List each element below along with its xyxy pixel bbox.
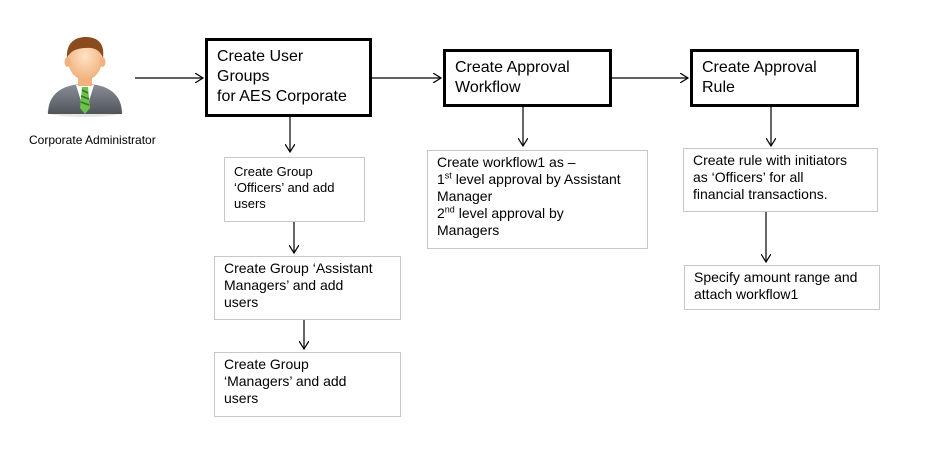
box-line: users: [234, 196, 266, 211]
create-user-groups-step: Create User Groups for AES Corporate: [205, 38, 372, 117]
level-text: level approval by: [454, 205, 564, 221]
corporate-administrator-icon: [47, 37, 123, 117]
box-line: users: [224, 390, 259, 406]
create-group-assistant-managers-box: Create Group ‘Assistant Managers’ and ad…: [214, 256, 401, 320]
workflow-details-box: Create workflow1 as – 1st level approval…: [427, 150, 648, 249]
create-approval-rule-step: Create Approval Rule: [690, 49, 859, 107]
level-number: 1: [437, 171, 445, 187]
level-number: 2: [437, 205, 445, 221]
box-line: ‘Managers’ and add: [224, 373, 347, 389]
box-line: as ‘Officers’ for all: [693, 169, 804, 185]
step-title-line: Workflow: [455, 79, 521, 96]
rule-initiators-box: Create rule with initiators as ‘Officers…: [683, 148, 878, 212]
box-line: Specify amount range and: [694, 269, 858, 285]
box-line: Create Group: [224, 356, 309, 372]
box-line: Create rule with initiators: [693, 152, 848, 168]
box-line: Managers’ and add: [224, 277, 344, 293]
create-group-officers-box: Create Group ‘Officers’ and add users: [224, 157, 365, 222]
step-title-line: Create Approval: [702, 59, 817, 76]
box-line: Create Group ‘Assistant: [224, 260, 373, 276]
amount-range-box: Specify amount range and attach workflow…: [684, 265, 880, 310]
step-title-line: for AES Corporate: [217, 88, 347, 105]
box-line: ‘Officers’ and add: [234, 180, 335, 195]
create-approval-workflow-step: Create Approval Workflow: [443, 49, 612, 107]
level-ordinal: st: [444, 170, 452, 181]
create-group-managers-box: Create Group ‘Managers’ and add users: [214, 352, 401, 417]
step-title-line: Create Approval: [455, 59, 570, 76]
corporate-administrator-label: Corporate Administrator: [29, 133, 156, 147]
level-ordinal: nd: [444, 204, 455, 215]
box-line: Managers: [437, 222, 500, 238]
level-text: level approval by Assistant: [451, 171, 621, 187]
box-line: users: [224, 294, 259, 310]
workflow-level-2: 2nd level approval by: [437, 205, 638, 222]
workflow-level-1: 1st level approval by Assistant: [437, 171, 638, 188]
box-line: Create workflow1 as –: [437, 154, 576, 170]
step-title-line: Create User Groups: [217, 48, 304, 85]
box-line: Create Group: [234, 164, 313, 179]
box-line: Manager: [437, 188, 493, 204]
box-line: financial transactions.: [693, 186, 828, 202]
step-title-line: Rule: [702, 79, 735, 96]
box-line: attach workflow1: [694, 286, 799, 302]
